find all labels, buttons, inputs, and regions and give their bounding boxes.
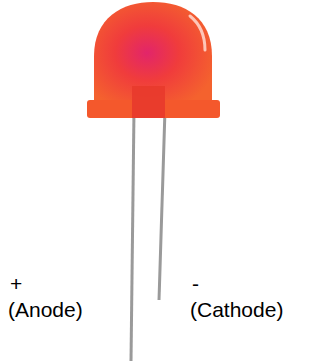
cathode-lead <box>159 110 165 300</box>
led-highlight <box>190 16 205 50</box>
pin-label: (Anode) <box>8 298 83 322</box>
led-die <box>132 86 165 118</box>
pin-label: - <box>192 272 199 296</box>
pin-label: (Cathode) <box>190 298 283 322</box>
pin-label: + <box>10 272 22 296</box>
anode-lead <box>131 110 134 361</box>
